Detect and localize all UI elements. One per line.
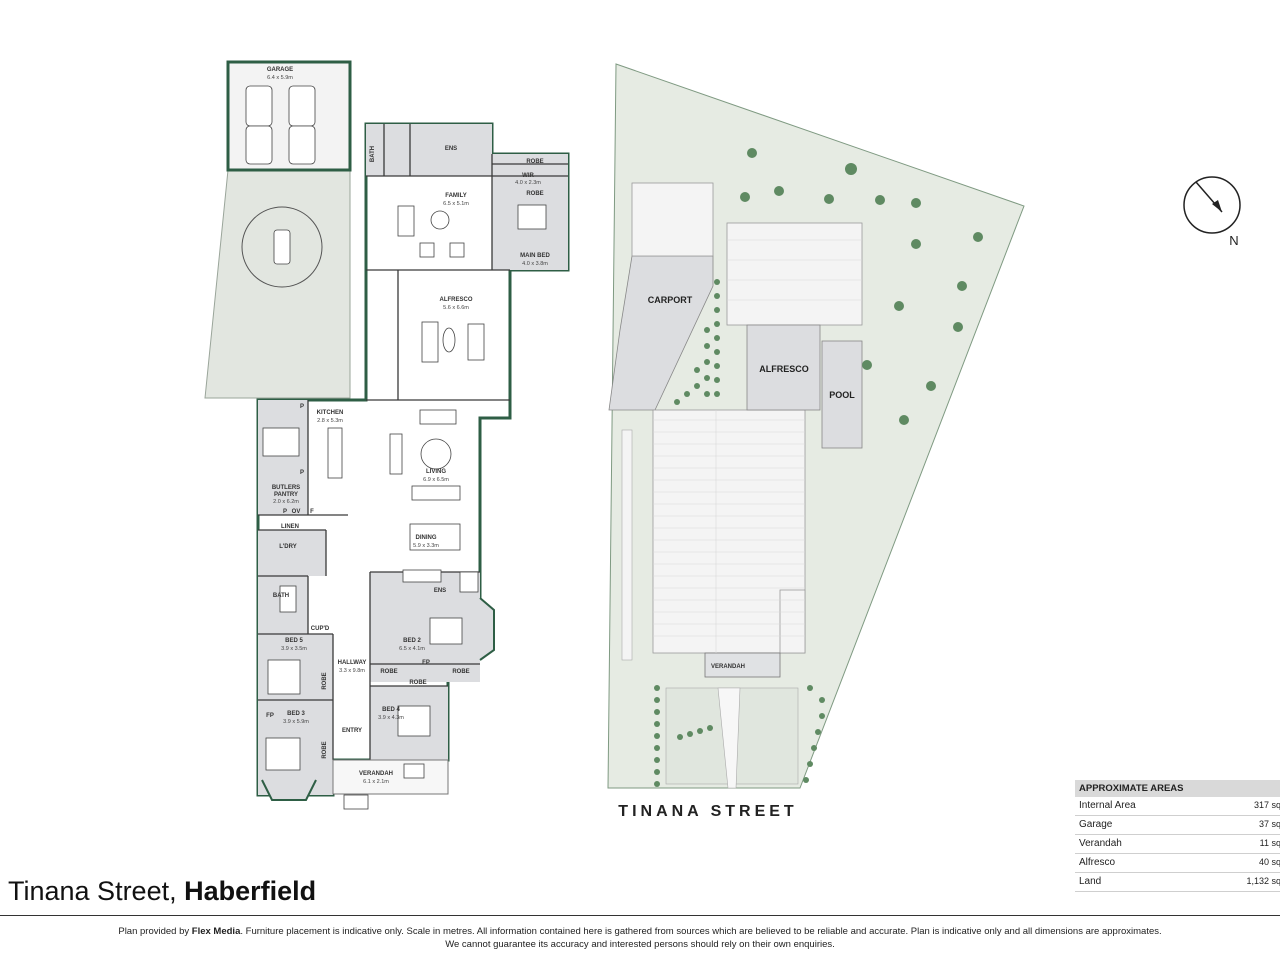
pantry-f: F [310,509,314,515]
site-verandah-label: VERANDAH [711,664,745,670]
ens-top-label: ENS [445,146,457,152]
area-value: 40 sq [1258,857,1280,867]
bed4-label: BED 4 [382,707,400,713]
bed2-dim: 6.5 x 4.1m [399,646,425,652]
table-row: Alfresco 40 sq [1075,854,1280,873]
disclaimer-company: Flex Media [191,926,241,937]
main-bed-label: MAIN BED [520,253,550,259]
dining-label: DINING [416,535,437,541]
family-dim: 6.5 x 5.1m [443,201,469,207]
disclaimer: Plan provided by Flex Media. Furniture p… [0,925,1280,951]
table-row: Internal Area 317 sq [1075,797,1280,816]
area-value: 317 sq [1253,800,1280,810]
dining-dim: 5.9 x 3.3m [413,543,439,549]
trees [740,148,983,425]
hallway-dim: 3.3 x 9.8m [339,668,365,674]
areas-title: APPROXIMATE AREAS [1075,780,1280,797]
deck-boards [653,239,862,653]
living-label: LIVING [426,469,446,475]
site-structure [608,182,863,789]
garage-label: GARAGE [267,67,293,73]
alfresco-label: ALFRESCO [440,297,473,303]
living-dim: 6.9 x 6.5m [423,477,449,483]
linen-label: LINEN [281,524,299,530]
furniture [262,204,547,779]
table-row: Verandah 11 sq [1075,835,1280,854]
pool-label: POOL [829,390,855,400]
robe-entry-label: ROBE [322,741,328,758]
ldry-label: L'DRY [279,544,297,550]
bed4-dim: 3.9 x 4.3m [378,715,404,721]
robe-a-label: ROBE [526,159,543,165]
room-labels: GARAGE 6.4 x 5.9m BATH ENS ROBE WIR 4.0 … [266,67,550,785]
fp-bed2-label: FP [422,660,430,666]
site-alfresco-label: ALFRESCO [759,364,809,374]
robe-h1-label: ROBE [380,669,397,675]
area-value: 11 sq [1259,838,1280,848]
bed2-label: BED 2 [403,638,421,644]
disclaimer-line-2: We cannot guarantee its accuracy and int… [445,939,835,950]
disclaimer-text-1: . Furniture placement is indicative only… [240,926,1162,937]
table-row: Land 1,132 sq [1075,873,1280,892]
hedges [654,279,825,787]
wir-dim: 4.0 x 2.3m [515,180,541,186]
entry-label: ENTRY [342,728,362,734]
disclaimer-prefix: Plan provided by [118,926,190,937]
pantry-label: PANTRY [274,492,298,498]
area-label: Internal Area [1079,800,1136,811]
wir-label: WIR [522,173,534,179]
butlers-dim: 2.0 x 6.2m [273,499,299,505]
address-street: Tinana Street, [8,876,177,906]
area-label: Land [1079,876,1102,887]
garage-dim: 6.4 x 5.9m [267,75,293,81]
cupd-label: CUP'D [311,626,330,632]
robe-bed5-label: ROBE [322,672,328,689]
bath-top-label: BATH [370,146,376,162]
driveway [204,169,351,399]
robe-h2-label: ROBE [452,669,469,675]
north-compass-icon [1183,176,1241,234]
alfresco-dim: 5.6 x 6.6m [443,305,469,311]
area-label: Verandah [1079,838,1122,849]
family-label: FAMILY [445,193,466,199]
area-label: Alfresco [1079,857,1116,868]
north-label: N [1229,233,1238,248]
table-row: Garage 37 sq [1075,816,1280,835]
robe-bed4-label: ROBE [409,680,426,686]
street-name: TINANA STREET [618,803,797,820]
hallway-label: HALLWAY [338,660,367,666]
butlers-label: BUTLERS [272,485,300,491]
area-value: 37 sq [1258,819,1280,829]
area-value: 1,132 sq [1246,876,1280,886]
verandah-dim: 6.1 x 2.1m [363,779,389,785]
pantry-p: P [283,509,287,515]
bed5-dim: 3.9 x 3.5m [281,646,307,652]
bath-mid-label: BATH [273,593,289,599]
ens-mid-label: ENS [434,588,446,594]
kitchen-p1: P [300,404,304,410]
disclaimer-line-1: Plan provided by Flex Media. Furniture p… [0,925,1280,938]
main-bed-dim: 4.0 x 3.8m [522,261,548,267]
bed3-label: BED 3 [287,711,305,717]
kitchen-label: KITCHEN [317,410,344,416]
kitchen-p2: P [300,470,304,476]
area-label: Garage [1079,819,1113,830]
footer-divider [0,915,1280,916]
bed5-label: BED 5 [285,638,303,644]
bed3-dim: 3.9 x 5.9m [283,719,309,725]
turntable [241,206,323,288]
pantry-ov: OV [292,509,301,515]
kitchen-dim: 2.8 x 5.3m [317,418,343,424]
verandah-label: VERANDAH [359,771,393,777]
property-address: Tinana Street, Haberfield [8,876,316,907]
areas-table: APPROXIMATE AREAS Internal Area 317 sq G… [1075,780,1280,892]
carport-label: CARPORT [648,295,693,305]
verandah-area [332,759,449,795]
fp-bed3-label: FP [266,713,274,719]
address-suburb: Haberfield [184,876,317,906]
robe-b-label: ROBE [526,191,543,197]
